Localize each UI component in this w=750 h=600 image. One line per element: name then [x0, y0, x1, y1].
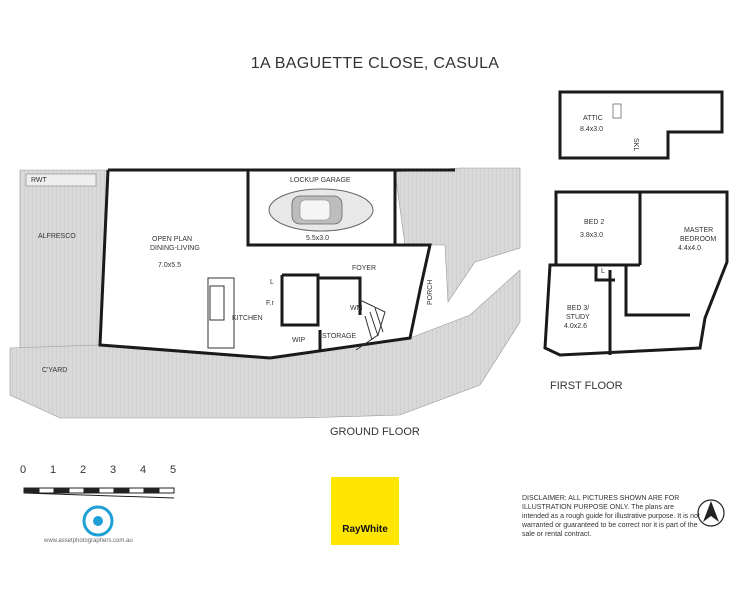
- first-floor-linen-label: L: [601, 268, 605, 275]
- disclaimer-text: DISCLAIMER: ALL PICTURES SHOWN ARE FOR I…: [522, 495, 700, 538]
- porch-label: PORCH: [427, 280, 434, 305]
- brand-name: RayWhite: [342, 524, 388, 535]
- scale-tick-2: 2: [80, 464, 87, 476]
- first-floor-label: FIRST FLOOR: [550, 380, 623, 392]
- master-label-2: BEDROOM: [680, 236, 716, 243]
- kitchen-label: KITCHEN: [232, 315, 263, 322]
- bed2-label: BED 2: [584, 219, 604, 226]
- fridge-label: F.r: [266, 300, 274, 307]
- open-plan-label: OPEN PLAN: [152, 236, 192, 243]
- alfresco-area: [19, 169, 109, 349]
- kitchen-island: [207, 277, 235, 349]
- scale-bar: [23, 487, 175, 499]
- website-text: www.assetphotographers.com.au: [44, 538, 133, 544]
- foyer-label: FOYER: [352, 265, 376, 272]
- attic-label: ATTIC: [583, 115, 603, 122]
- attic-dimensions: 8.4x3.0: [580, 126, 603, 133]
- open-plan-dimensions: 7.0x5.5: [158, 262, 181, 269]
- attic-ladder-icon: [612, 103, 622, 119]
- scale-tick-3: 3: [110, 464, 117, 476]
- dining-living-label: DINING-LIVING: [150, 245, 200, 252]
- scale-tick-0: 0: [20, 464, 27, 476]
- master-label-1: MASTER: [684, 227, 713, 234]
- garage-label: LOCKUP GARAGE: [290, 177, 351, 184]
- storage-label: STORAGE: [322, 333, 356, 340]
- car-icon: [268, 188, 374, 232]
- master-dimensions: 4.4x4.0: [678, 245, 701, 252]
- rwt-tank: [25, 173, 97, 187]
- raywhite-logo: RayWhite: [331, 477, 399, 545]
- garage-dimensions: 5.5x3.0: [306, 235, 329, 242]
- laundry-l-label: L: [270, 279, 274, 286]
- rwt-label: RWT: [31, 177, 48, 184]
- north-arrow-icon: [697, 499, 725, 527]
- courtyard-label: C'YARD: [42, 367, 67, 374]
- plan-title: 1A BAGUETTE CLOSE, CASULA: [250, 55, 500, 72]
- bed3-label-1: BED 3/: [567, 305, 589, 312]
- scale-tick-5: 5: [170, 464, 177, 476]
- camera-logo-icon: [82, 505, 114, 537]
- ground-floor-label: GROUND FLOOR: [330, 426, 420, 438]
- kitchen-bench: [209, 285, 225, 321]
- wip-label: WIP: [292, 337, 306, 344]
- stair-ground: [355, 299, 386, 351]
- scale-tick-1: 1: [50, 464, 57, 476]
- attic-outline: [558, 90, 724, 160]
- driveway-area: [394, 167, 521, 303]
- bed3-label-2: STUDY: [566, 314, 590, 321]
- bed3-dimensions: 4.0x2.6: [564, 323, 587, 330]
- alfresco-label: ALFRESCO: [38, 233, 76, 240]
- wm-label: WM: [350, 305, 363, 312]
- scale-tick-4: 4: [140, 464, 147, 476]
- attic-skl-label: SKL: [632, 138, 639, 151]
- bed2-dimensions: 3.8x3.0: [580, 232, 603, 239]
- first-floor-walls: [543, 190, 729, 357]
